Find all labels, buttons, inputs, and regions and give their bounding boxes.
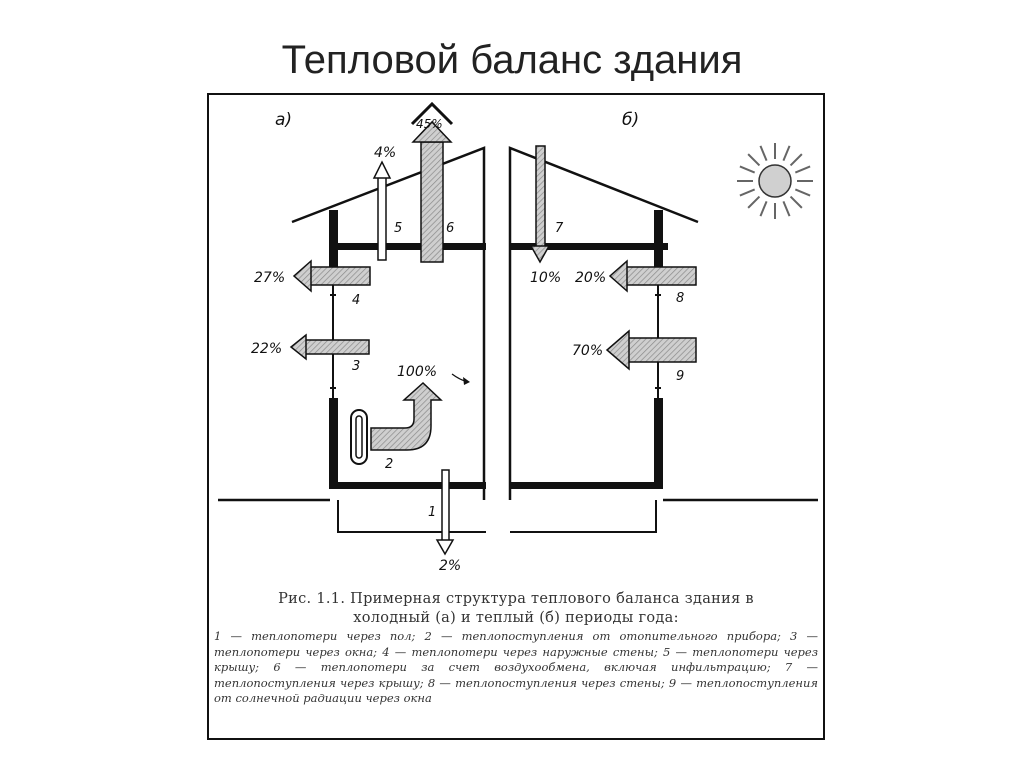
sun-ray (747, 195, 761, 209)
sun-ray (794, 165, 811, 174)
caption-title-line-1: Рис. 1.1. Примерная структура теплового … (278, 591, 754, 607)
flow-2-number: 2 (385, 457, 393, 472)
flow-1-number: 1 (428, 505, 436, 520)
flow-9-number: 9 (676, 369, 684, 384)
flow-3-percent: 22% (251, 341, 282, 357)
sun-ray (789, 195, 803, 209)
flow-1-percent: 2% (439, 558, 461, 574)
flow-arrow-5 (372, 160, 392, 261)
flow-9-percent: 70% (572, 343, 603, 359)
caption-legend: 1 — теплопотери через пол; 2 — теплопост… (214, 629, 818, 705)
wall-upper-a (329, 210, 338, 285)
ceiling-a (330, 243, 486, 250)
figure-frame (207, 93, 825, 740)
flow-arrow-4 (292, 259, 371, 293)
figure-caption: Рис. 1.1. Примерная структура теплового … (214, 590, 818, 707)
flow-2-percent: 100% (397, 364, 437, 380)
flow-7-number: 7 (555, 221, 564, 236)
flow-7-percent: 10% (530, 270, 561, 286)
flow-arrow-1 (435, 469, 455, 556)
sun-disc (758, 164, 792, 198)
caption-title-line-2: холодный (а) и теплый (б) периоды года: (353, 610, 679, 626)
panel-b-label: б) (622, 110, 639, 130)
flow-arrow-9 (605, 329, 697, 371)
roof-b (508, 146, 699, 500)
flow-arrow-8 (608, 259, 697, 293)
ceiling-b (510, 243, 668, 250)
flow-arrow-7 (529, 145, 551, 264)
flow-6-number: 6 (446, 221, 454, 236)
wall-upper-b (654, 210, 663, 285)
sun-ray (794, 188, 811, 197)
sun-ray (739, 165, 756, 174)
wall-lower-a (329, 398, 338, 488)
flow-8-number: 8 (676, 291, 684, 306)
roof-a (291, 146, 486, 500)
flow-arrow-6 (410, 101, 454, 263)
sun-ray (782, 145, 791, 162)
flow-5-number: 5 (394, 221, 402, 236)
flow-4-number: 4 (352, 293, 360, 308)
flow-arrow-2 (370, 381, 443, 451)
flow-4-percent: 27% (254, 270, 285, 286)
floor-b (510, 482, 663, 489)
sun-ray (782, 200, 791, 217)
sun-icon (737, 143, 813, 219)
wall-lower-b (654, 398, 663, 488)
panel-a-label: а) (275, 110, 292, 130)
sun-ray (789, 153, 803, 167)
sun-ray (759, 200, 768, 217)
sun-ray (739, 188, 756, 197)
floor-a (329, 482, 486, 489)
flow-5-percent: 4% (374, 145, 396, 161)
flow-6-percent: 45% (416, 117, 443, 131)
flow-arrow-3 (289, 333, 370, 361)
sun-ray (759, 145, 768, 162)
flow-3-number: 3 (352, 359, 360, 374)
sun-ray (747, 153, 761, 167)
heater-radiator (350, 409, 368, 465)
slide-title: Тепловой баланс здания (281, 38, 743, 82)
flow-8-percent: 20% (575, 270, 606, 286)
